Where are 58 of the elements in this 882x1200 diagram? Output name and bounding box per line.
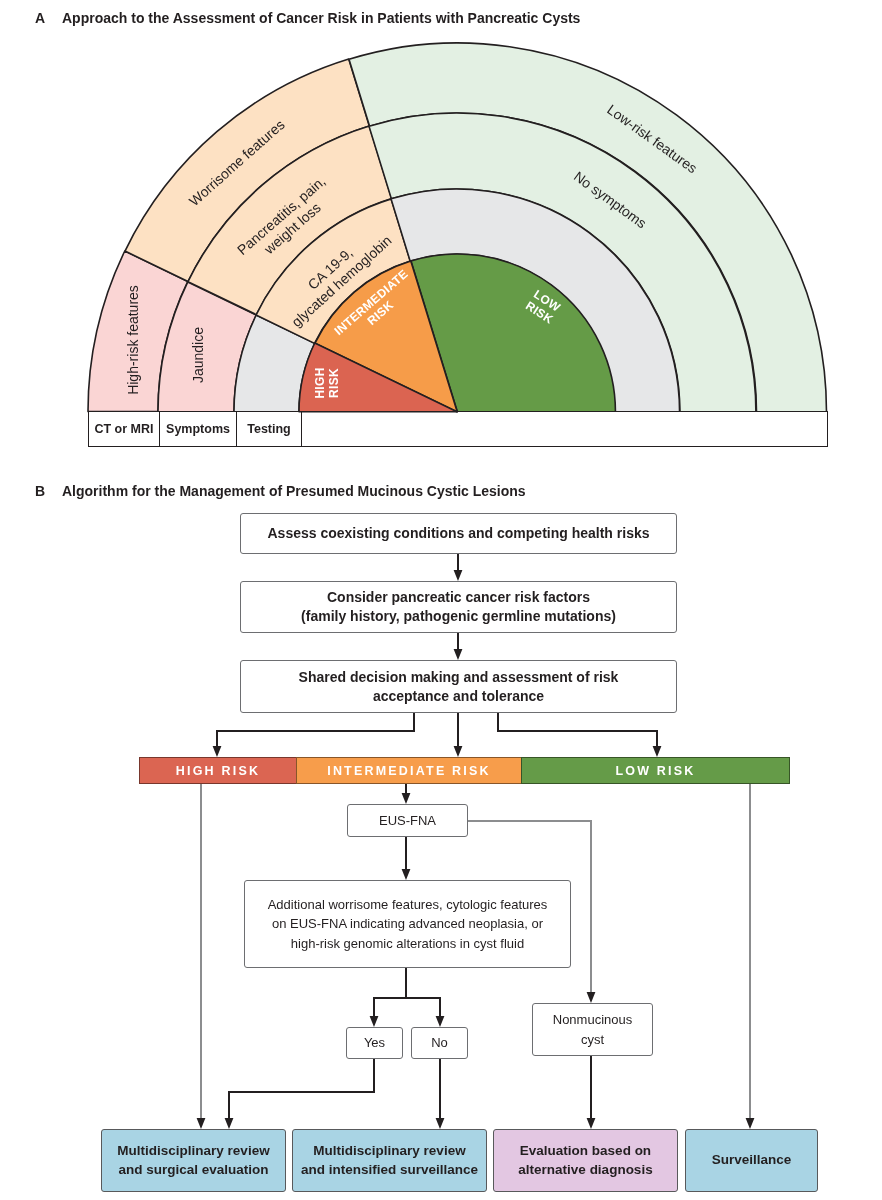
outcome-text: Multidisciplinary review and intensified surveillance	[300, 1141, 479, 1179]
risk-sector	[298, 342, 458, 413]
column-label: CT or MRI	[94, 422, 154, 436]
step-text: Nonmucinous cyst	[552, 1011, 633, 1049]
step-text: Shared decision making and assessment of risk acceptance and tolerance	[298, 667, 619, 706]
decision-box	[346, 1027, 403, 1059]
arrow	[497, 712, 662, 757]
arrow	[453, 632, 463, 660]
arrow	[212, 712, 415, 757]
arrow	[453, 553, 463, 581]
column-label: Testing	[247, 422, 291, 436]
step-text: EUS-FNA	[378, 811, 437, 830]
process-box	[532, 1003, 653, 1056]
arrow	[224, 1058, 375, 1129]
outcome-box	[685, 1129, 818, 1192]
outcome-text: Evaluation based on alternative diagnosis	[518, 1141, 653, 1179]
process-box	[244, 880, 571, 968]
sector-label: High-risk features	[124, 285, 142, 395]
arrow	[405, 967, 445, 1027]
column-label: Symptoms	[166, 422, 230, 436]
risk-sector	[409, 253, 616, 413]
risk-label: HIGH RISK	[312, 367, 342, 399]
process-box	[347, 804, 468, 837]
risk-band-label: INTERMEDIATE RISK	[327, 763, 491, 778]
outcome-text: Surveillance	[711, 1151, 792, 1170]
panel-title: Approach to the Assessment of Cancer Risk in Patients with Pancreatic Cysts	[62, 9, 581, 27]
outcome-box	[493, 1129, 678, 1192]
outcome-text: Multidisciplinary review and surgical evaluation	[117, 1141, 270, 1179]
process-box	[240, 513, 677, 554]
panel-title: Algorithm for the Management of Presumed Mucinous Cystic Lesions	[62, 482, 526, 500]
decision-text: No	[431, 1034, 448, 1053]
risk-band	[139, 757, 297, 784]
decision-box	[411, 1027, 468, 1059]
outcome-box	[101, 1129, 286, 1192]
arrow	[401, 836, 411, 880]
arrow	[453, 712, 463, 757]
step-text: Additional worrisome features, cytologic features on EUS-FNA indicating advanced neoplasia, or high-risk genomic alterations in cyst fluid	[267, 895, 548, 953]
outcome-box	[292, 1129, 487, 1192]
arrow	[467, 820, 596, 1003]
risk-band-label: LOW RISK	[615, 763, 696, 778]
process-box	[240, 581, 677, 633]
panel-letter: A	[35, 9, 46, 27]
arrow	[196, 783, 206, 1129]
panel-letter: B	[35, 482, 46, 500]
arrow	[745, 783, 755, 1129]
risk-band	[296, 757, 522, 784]
arrow	[401, 783, 411, 804]
ring-sector	[87, 250, 189, 413]
arrow	[435, 1058, 445, 1129]
risk-band	[521, 757, 790, 784]
process-box	[240, 660, 677, 713]
ring-sector	[157, 280, 258, 413]
risk-band-label: HIGH RISK	[175, 763, 261, 778]
step-text: Assess coexisting conditions and competing health risks	[267, 524, 650, 543]
sector-label: Jaundice	[189, 326, 207, 383]
decision-text: Yes	[363, 1034, 386, 1053]
step-text: Consider pancreatic cancer risk factors (family history, pathogenic germline mutations)	[301, 588, 616, 626]
arrow	[586, 1055, 596, 1129]
